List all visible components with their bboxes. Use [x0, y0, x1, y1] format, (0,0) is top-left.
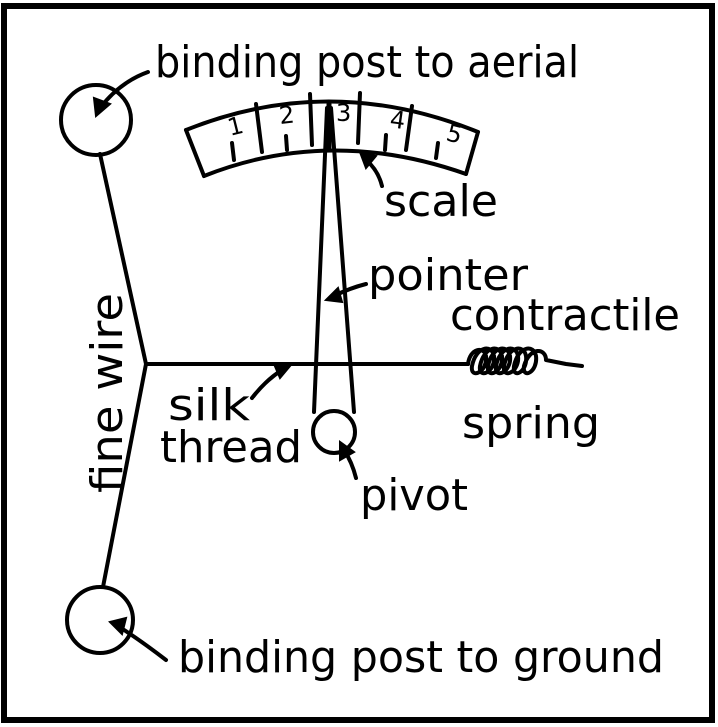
scale: 1 2 3 4 5 — [184, 91, 480, 178]
scale-number-5: 5 — [444, 119, 466, 150]
scale-division — [254, 102, 264, 154]
scale-tick — [284, 134, 289, 152]
ground-post-label: binding post to ground — [178, 632, 664, 683]
silk-label: silk — [168, 380, 251, 431]
pointer — [312, 101, 356, 414]
aerial-binding-post — [59, 83, 133, 157]
scale-left-edge — [184, 128, 206, 178]
scale-outer-arc — [184, 99, 480, 134]
ground-arrow — [108, 616, 168, 662]
scale-number-1: 1 — [225, 111, 247, 142]
scale-tick — [230, 141, 236, 162]
pivot-label: pivot — [360, 470, 468, 521]
scale-division — [356, 91, 362, 145]
aerial-arrow — [92, 70, 150, 118]
scale-tick — [383, 133, 388, 152]
scale-right-edge — [464, 130, 480, 176]
contractile-label: contractile — [450, 290, 680, 341]
scale-number-2: 2 — [278, 101, 296, 130]
thread-label: thread — [160, 422, 302, 473]
scale-tick — [434, 141, 440, 160]
fine-wire-label: fine wire — [82, 293, 133, 493]
contractile-spring — [466, 346, 584, 376]
scale-arrow — [358, 150, 384, 188]
pivot — [311, 409, 357, 455]
scale-label: scale — [384, 176, 498, 227]
aerial-post-label: binding post to aerial — [155, 37, 579, 88]
pointer-label: pointer — [368, 250, 529, 301]
diagram-border — [1, 3, 715, 723]
silk-thread-arrow — [250, 362, 292, 400]
scale-number-4: 4 — [388, 105, 407, 135]
ground-binding-post — [65, 585, 135, 655]
spring-label: spring — [462, 398, 600, 449]
scale-number-3: 3 — [336, 99, 351, 127]
pivot-arrow — [339, 440, 358, 480]
scale-division — [404, 104, 414, 152]
pointer-arrow — [323, 282, 368, 304]
scale-division — [308, 92, 314, 147]
